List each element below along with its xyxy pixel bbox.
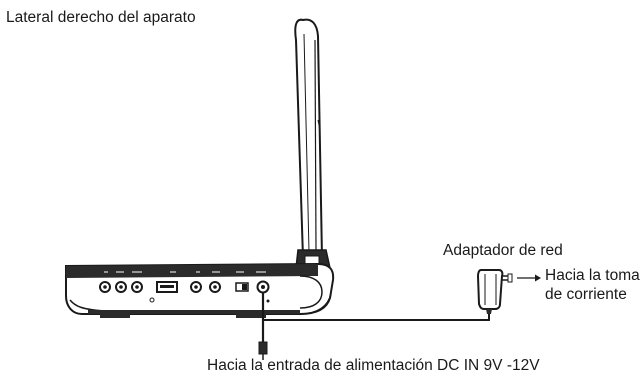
dc-in-label: Hacia la entrada de alimentación DC IN 9… [207,357,540,374]
outlet-label-line1: Hacia la toma [545,267,640,284]
screen-lid [294,18,331,269]
side-ports [99,280,270,303]
device-side-label: Lateral derecho del aparato [6,9,196,26]
outlet-label-line2: de corriente [545,286,627,303]
dc-plug [258,341,268,355]
ac-adapter [476,269,513,314]
adapter-label: Adaptador de red [443,242,563,259]
outlet-arrow [517,274,541,282]
